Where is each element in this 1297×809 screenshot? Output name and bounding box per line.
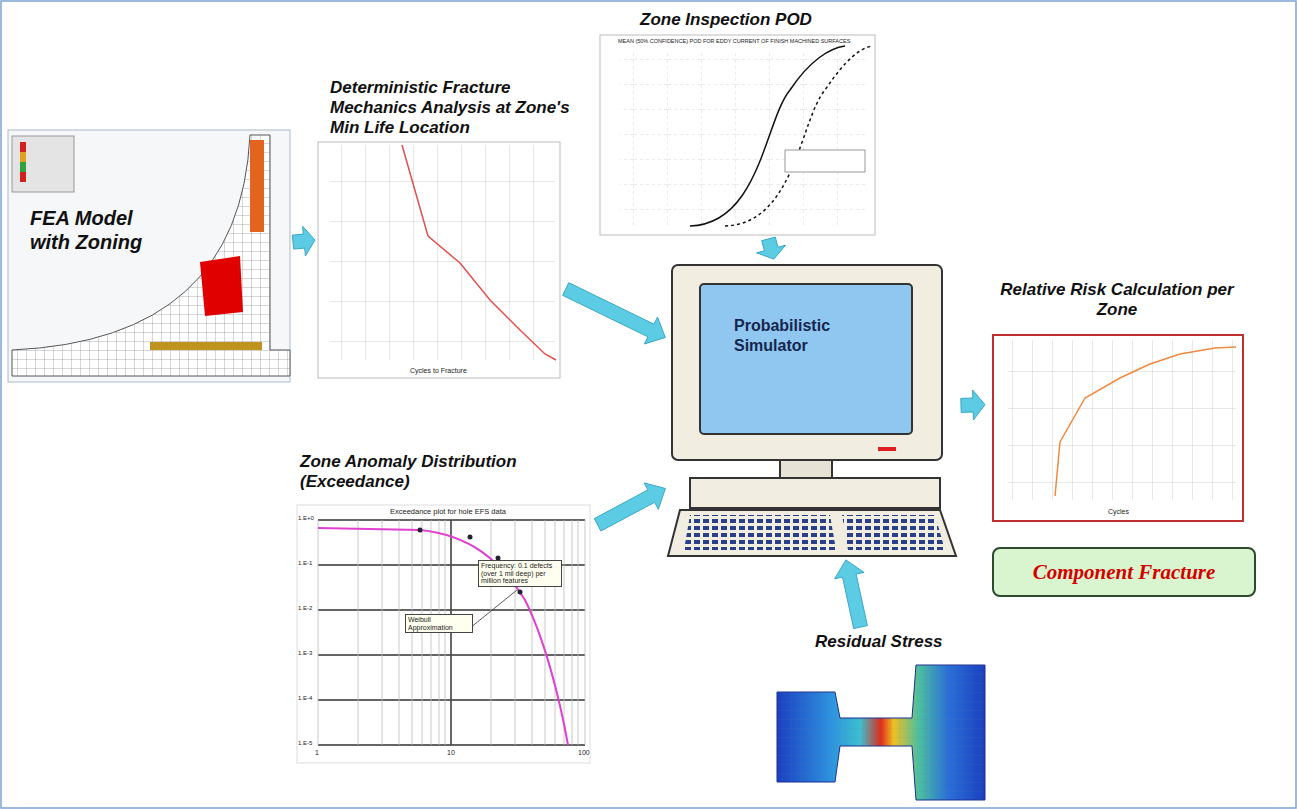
axis-label: 1.E-3 [298, 650, 312, 657]
pod-chart-part [600, 35, 875, 235]
computer [668, 265, 956, 556]
risk-chart-part [993, 335, 1243, 521]
analysis-chart: Deterministic Fracture Mechanics Analysi… [318, 78, 563, 378]
computer-part [878, 447, 896, 451]
risk-chart [993, 335, 1243, 521]
flow-arrow [563, 283, 666, 344]
fea-model-part [12, 135, 290, 376]
computer-part [842, 515, 945, 550]
flow-arrow [292, 226, 315, 256]
heading-text: FEA Model with Zoning [30, 206, 170, 254]
residual-stress-image [777, 665, 985, 800]
axis-label: 1.E-4 [298, 695, 312, 702]
exceedance-chart-part [318, 520, 585, 745]
result-text: Component Fracture [1033, 560, 1216, 585]
chart-annotation: Weibull Approximation [405, 614, 473, 633]
exceedance-chart [297, 505, 590, 763]
flow-arrow [961, 390, 985, 420]
computer-part [672, 265, 942, 460]
residual-stress-box: Residual Stress [773, 630, 987, 802]
residual-stress-image-part [777, 665, 985, 800]
heading-text: Zone Anomaly Distribution (Exceedance) [300, 452, 590, 492]
pod-chart-part [725, 46, 872, 226]
anomaly-chart-box: Zone Anomaly Distribution (Exceedance) [295, 450, 595, 763]
fea-model-part [20, 162, 26, 172]
deterministic-chart-part [318, 142, 560, 378]
exceedance-chart-part [297, 505, 590, 763]
heading-text: Residual Stress [815, 632, 985, 652]
computer-part [690, 478, 940, 508]
fea-panel: FEA Model with Zoning [8, 130, 290, 382]
residual-stress-image-part [777, 665, 985, 800]
heading-text: Zone Inspection POD [640, 10, 860, 30]
fea-model-part [8, 130, 290, 382]
axis-label: MEAN (50% CONFIDENCE) POD FOR EDDY CURRE… [618, 38, 868, 44]
fea-model [8, 130, 290, 382]
heading-text: Deterministic Fracture Mechanics Analysi… [330, 78, 575, 138]
heading-text: Probabilistic Simulator [734, 316, 884, 356]
computer-part [684, 515, 836, 550]
risk-chart-part [1055, 347, 1236, 496]
deterministic-chart-part [402, 145, 556, 360]
fea-model-part [20, 142, 26, 182]
axis-label: Exceedance plot for hole EFS data [390, 508, 506, 516]
result-badge: Component Fracture [992, 547, 1256, 597]
deterministic-chart [318, 142, 560, 378]
pod-chart-part [785, 150, 865, 172]
pod-chart-part [620, 50, 865, 225]
risk-chart-box: Relative Risk Calculation per Zone [988, 280, 1246, 522]
axis-label: 1 [315, 749, 319, 757]
exceedance-chart-part [470, 590, 517, 628]
axis-label: 1.E-2 [298, 605, 312, 612]
axis-label: 10 [447, 749, 455, 757]
axis-label: 100 [578, 749, 590, 757]
fea-model-part [250, 140, 264, 232]
fea-model-part [200, 256, 243, 316]
flow-arrow [594, 483, 665, 531]
fea-model-part [12, 135, 290, 376]
computer-part [780, 460, 832, 478]
axis-label: 1.E-5 [298, 740, 312, 747]
exceedance-chart-part [518, 590, 523, 595]
exceedance-chart-part [318, 528, 568, 745]
pod-chart [600, 35, 875, 235]
axis-label: 1.E-1 [298, 560, 312, 567]
flow-arrow [757, 237, 786, 259]
fea-model-part [12, 136, 74, 192]
computer-part [700, 284, 912, 434]
heading-text: Relative Risk Calculation per Zone [988, 280, 1246, 320]
pod-chart-part [690, 46, 845, 226]
exceedance-chart-part [318, 520, 585, 745]
fea-model-part [150, 342, 262, 350]
computer-part [668, 510, 956, 556]
exceedance-chart-part [468, 535, 473, 540]
axis-label: Cycles to Fracture [410, 367, 467, 375]
risk-chart-part [1008, 340, 1236, 500]
exceedance-chart-part [418, 528, 423, 533]
axis-label: Cycles [1108, 508, 1129, 516]
chart-annotation: Frequency: 0.1 defects (over 1 mil deep)… [478, 560, 562, 587]
fea-model-part [20, 152, 26, 162]
flow-arrow [835, 560, 868, 629]
simulator-computer: Probabilistic Simulator [668, 262, 958, 557]
deterministic-chart-part [330, 145, 555, 360]
axis-label: 1.E+0 [298, 515, 314, 522]
